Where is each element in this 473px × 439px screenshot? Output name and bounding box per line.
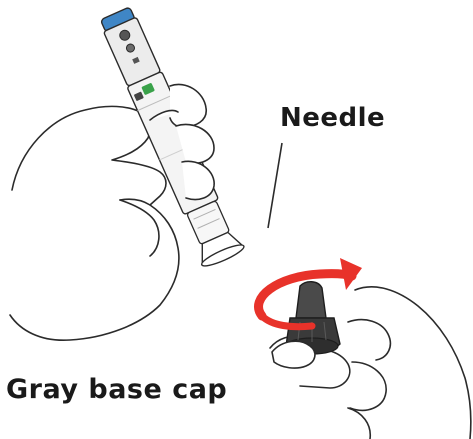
needle-callout-line — [268, 143, 282, 228]
right-thumb — [272, 341, 315, 368]
needle-label: Needle — [280, 103, 385, 133]
gray-base-cap-label: Gray base cap — [6, 374, 227, 405]
